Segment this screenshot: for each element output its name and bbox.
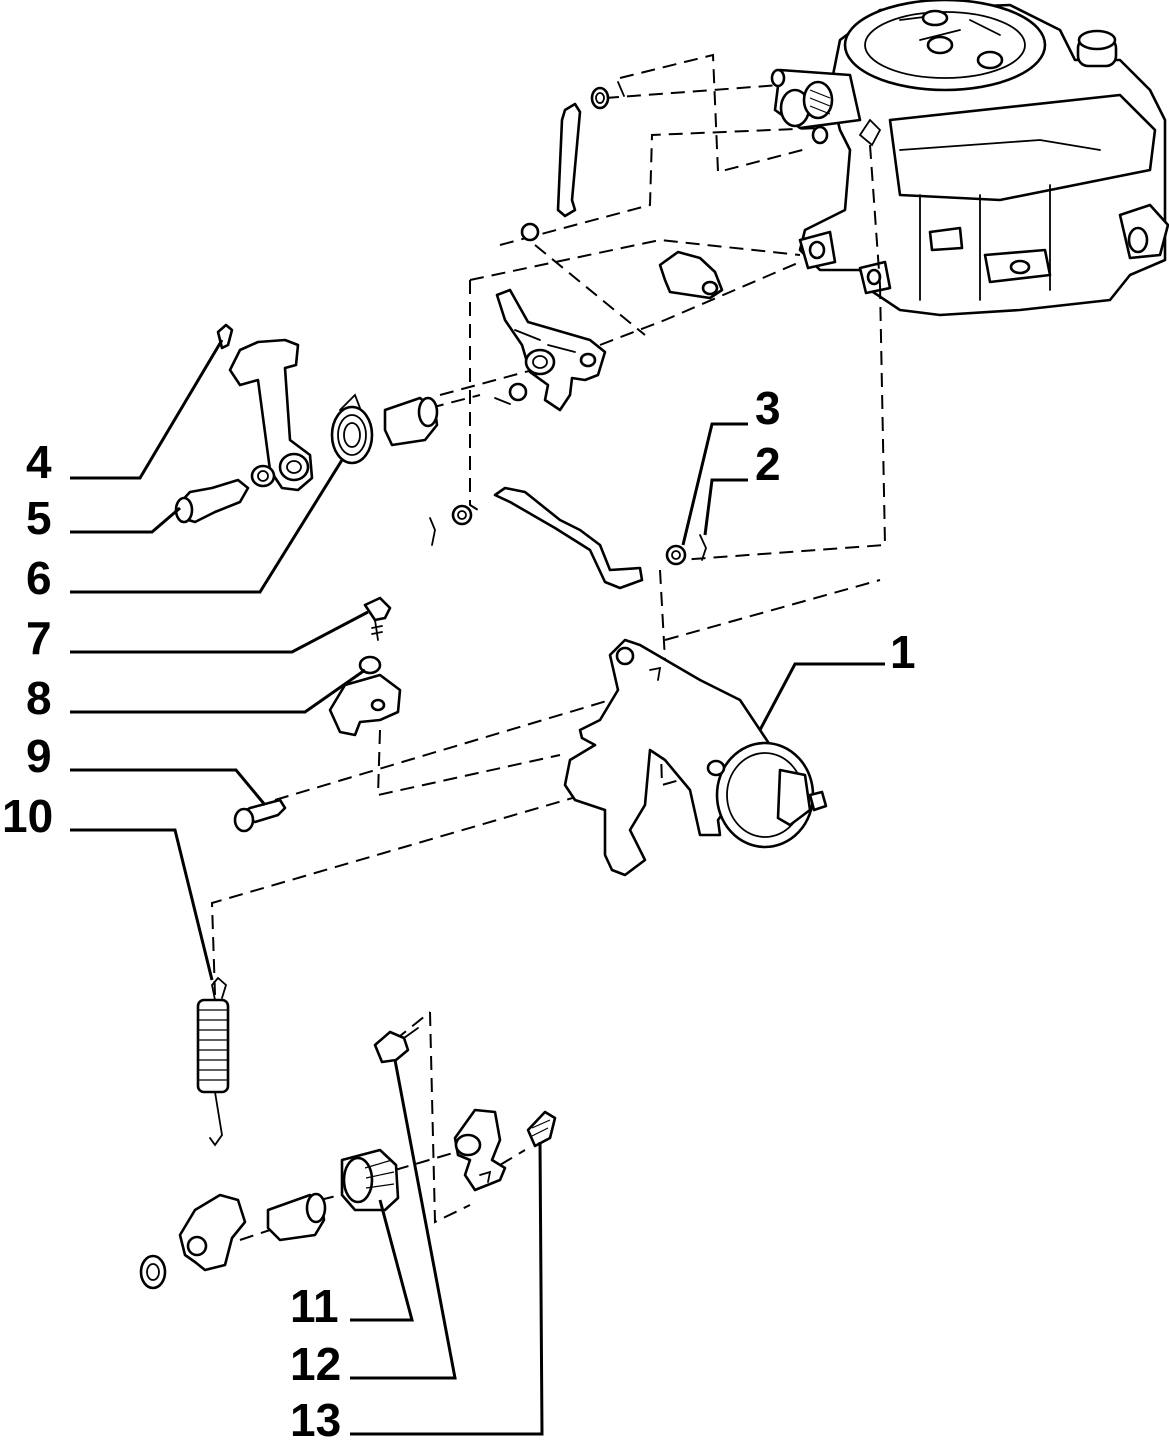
- lower-lever-assembly: [139, 1027, 557, 1290]
- callout-6: 6: [26, 552, 52, 604]
- callout-3: 3: [755, 382, 781, 434]
- clip-and-nut: [429, 504, 473, 546]
- callout-2: 2: [755, 438, 781, 490]
- screw-clamp-bolt: [233, 596, 402, 833]
- callout-10: 10: [2, 790, 53, 842]
- link-rod: [493, 486, 644, 590]
- callout-labels: 1 2 3 4 5 6 7 8 9 10 11 12 13: [2, 382, 916, 1441]
- callout-8: 8: [26, 672, 52, 724]
- callout-7: 7: [26, 612, 52, 664]
- leader-lines: [70, 339, 885, 1436]
- coil-spring-and-bushing: [330, 393, 439, 465]
- callout-12: 12: [290, 1338, 341, 1390]
- extension-spring: [196, 976, 230, 1147]
- callout-5: 5: [26, 492, 52, 544]
- carburetor-body: [770, 0, 1169, 317]
- callout-1: 1: [890, 626, 916, 678]
- lever-arm: [174, 323, 314, 524]
- clip-and-washer-2-3: [665, 534, 707, 566]
- assembly-guide-lines: [210, 53, 887, 1241]
- small-bracket-top: [658, 250, 724, 300]
- bracket-with-vacuum-capsule: [563, 638, 828, 877]
- throttle-lever-plate: [494, 288, 607, 412]
- callout-9: 9: [26, 730, 52, 782]
- callout-13: 13: [290, 1394, 341, 1441]
- callout-4: 4: [26, 436, 52, 488]
- top-clip-parts: [520, 81, 625, 242]
- callout-11: 11: [290, 1280, 339, 1332]
